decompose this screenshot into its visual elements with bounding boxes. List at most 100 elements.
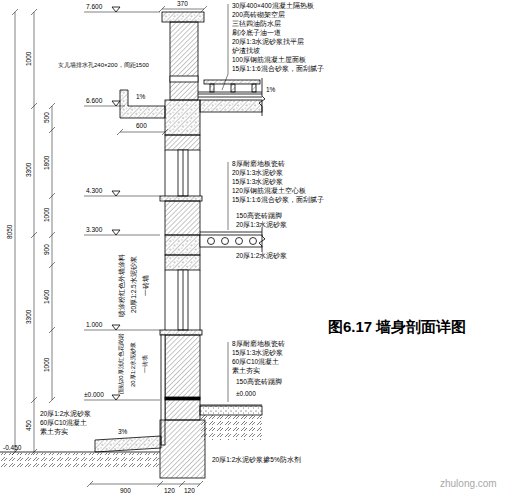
- leader-line: [228, 4, 229, 74]
- window-glass: [183, 150, 184, 196]
- dimension-label: 900: [120, 487, 131, 495]
- elevation-line: [84, 330, 160, 331]
- wall-face: [200, 270, 201, 330]
- material-note: 20厚1:2水泥砂浆: [236, 252, 287, 260]
- material-note: 60厚C10混凝土: [232, 358, 279, 366]
- waterproof-layer: [198, 94, 262, 95]
- elevation-mark: [112, 395, 120, 400]
- wall-face: [165, 150, 166, 196]
- elevation-label: 7.600: [86, 3, 102, 11]
- material-note: 8厚耐磨地板瓷砖: [232, 340, 285, 348]
- dimension-lines: [12, 6, 207, 487]
- elevation-mark: [112, 7, 120, 12]
- dimension-label: 1000: [25, 52, 33, 66]
- dimension-line: [52, 106, 53, 400]
- screed-layer: [198, 97, 262, 98]
- slope-label: 1%: [266, 86, 275, 94]
- window-sill: [160, 330, 202, 335]
- brick-wall: [165, 201, 200, 235]
- dimension-label: 3300: [25, 163, 33, 177]
- foundation-wall: [160, 420, 205, 478]
- material-note: 20厚1:2.5水泥砂浆: [130, 257, 138, 314]
- material-note: 15厚1:3水泥砂浆: [232, 178, 283, 186]
- eave-gutter: [120, 90, 165, 118]
- elevation-line: [84, 235, 160, 236]
- brick-support: [252, 84, 256, 92]
- dimension-label: 3300: [25, 310, 33, 324]
- floor-finish: [200, 405, 262, 406]
- elevation-label: 6.600: [86, 97, 102, 105]
- parapet-wall: [170, 22, 198, 100]
- floor-finish: [200, 232, 262, 233]
- material-note: 素土夯实: [40, 428, 68, 436]
- dimension-line: [162, 9, 204, 10]
- brick-wall: [165, 135, 200, 150]
- dimension-line: [15, 12, 16, 452]
- material-note: 女儿墙排水孔240×200，间距1500: [58, 62, 149, 69]
- wall-face: [200, 150, 201, 196]
- dimension-label: 120: [164, 487, 175, 495]
- leader-line: [228, 342, 229, 402]
- elevation-label: ±0.000: [84, 391, 104, 399]
- rammed-soil: [200, 415, 262, 440]
- leader-lines: [222, 4, 228, 402]
- break-line: [259, 78, 265, 116]
- material-note: 150高瓷砖踢脚: [236, 378, 282, 386]
- material-note: 喷涂粉红色外墙涂料: [118, 254, 126, 317]
- floor-beam: [165, 235, 200, 255]
- material-note: 100厚钢筋混凝土屋面板: [232, 56, 306, 64]
- slab-core: [236, 238, 243, 245]
- leader-line: [222, 74, 228, 90]
- elevation-line: [84, 12, 160, 13]
- dimension-tick: [117, 129, 168, 135]
- ring-beam: [165, 100, 200, 135]
- elevation-mark: [112, 325, 120, 330]
- material-note: 30厚400×400混凝土隔热板: [232, 2, 314, 10]
- window: [178, 270, 188, 330]
- window: [178, 150, 188, 196]
- material-note: 一砖墙: [142, 355, 149, 373]
- dimension-label: 450: [25, 421, 33, 432]
- material-note: 20厚1:3水泥砂浆: [236, 221, 287, 229]
- elevation-line: [84, 400, 160, 401]
- watermark: zhulong.com: [440, 478, 497, 490]
- material-note: 20厚1:2水泥砂浆: [40, 410, 91, 418]
- elevation-line: [84, 196, 160, 197]
- material-note: 15厚1:1:6混合砂浆，面刮腻子: [232, 196, 324, 204]
- elevation-label: 4.300: [86, 187, 102, 195]
- dimension-label: 8050: [6, 225, 14, 239]
- slope-label: 3%: [118, 428, 127, 436]
- material-note: 面贴20厚浅红色花岗岩: [118, 334, 125, 395]
- elevation-label: 3.300: [86, 226, 102, 234]
- material-note: 120厚钢筋混凝土空心板: [232, 187, 306, 195]
- dimension-label: 120: [184, 487, 195, 495]
- brick-support: [210, 84, 214, 92]
- dimension-label: 1000: [43, 208, 51, 222]
- slope-label: 1%: [136, 93, 145, 101]
- break-line: [259, 228, 265, 252]
- figure-caption: 图6.17 墙身剖面详图: [328, 318, 466, 337]
- dimension-label: 900: [43, 245, 51, 256]
- dimension-label: 600: [136, 122, 147, 130]
- material-note: 三毡四油防水层: [232, 20, 281, 28]
- ground-line: [0, 452, 160, 453]
- dimension-label: 1400: [43, 290, 51, 304]
- brick-support: [231, 84, 235, 92]
- dimension-tick: [31, 9, 37, 455]
- insulation-slab: [204, 80, 260, 84]
- coping: [162, 12, 204, 22]
- dimension-line: [120, 132, 165, 133]
- material-note: 炉渣找坡: [232, 47, 260, 55]
- window-glass: [183, 270, 184, 330]
- slab-core: [222, 238, 229, 245]
- elevation-line: [84, 106, 125, 107]
- damp-proof-course: [165, 397, 200, 400]
- elevation-mark: [112, 191, 120, 196]
- dimension-line: [90, 484, 200, 485]
- material-note: 20厚1:2水泥砂浆掺5%防水剂: [212, 456, 301, 464]
- wall-face: [165, 270, 166, 330]
- drain-hole: [170, 76, 198, 82]
- elevation-mark: [112, 230, 120, 235]
- material-note: 15厚1:3水泥砂浆: [232, 349, 283, 357]
- ground-soil: [0, 453, 160, 467]
